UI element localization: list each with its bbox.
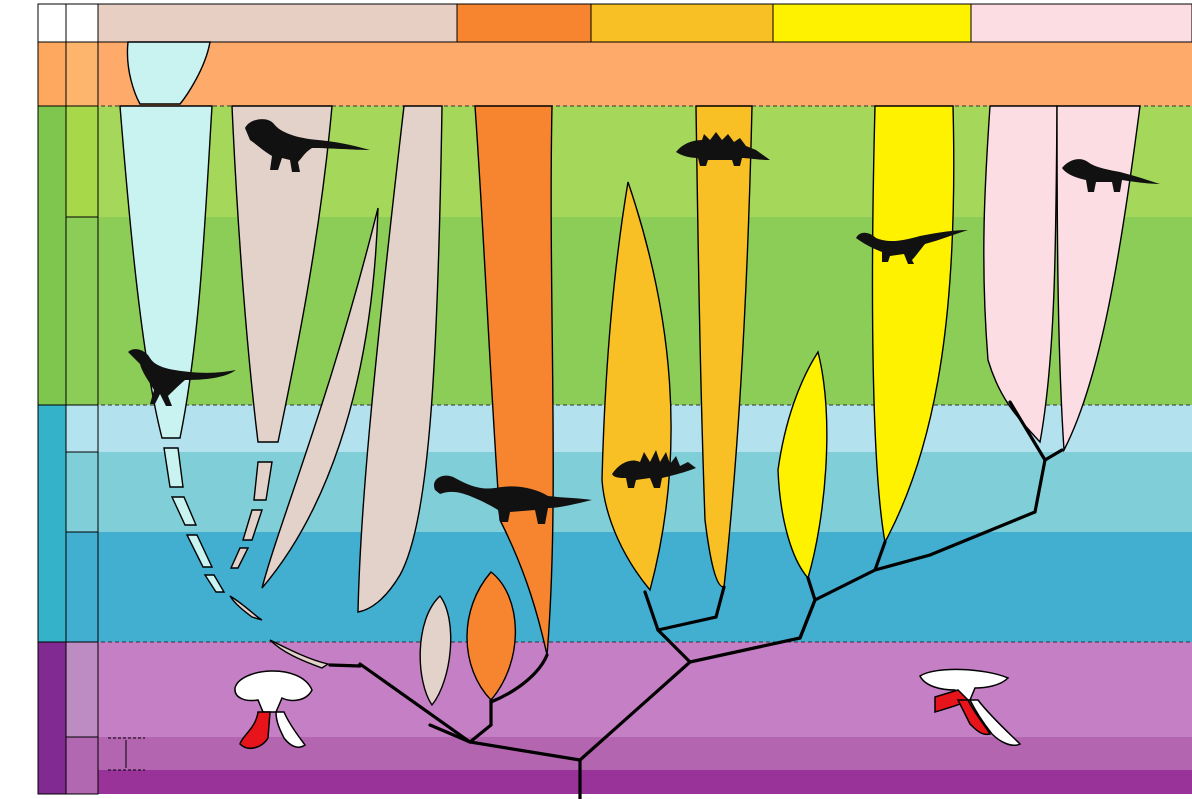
heterodontosauridae-shape [777,350,828,580]
bird-ancestor-silhouette [128,349,236,406]
period-jurassic-cell [37,404,67,643]
ceratosauria-shape [357,105,443,613]
ankylosaur-silhouette [676,132,770,166]
ornithischian-ilium [919,668,1010,701]
period-paleogene-cell [37,41,67,107]
ceratopsian-silhouette [1062,159,1160,192]
neornithischia-branch [688,636,802,664]
period-cretaceous-cell [37,105,67,406]
period-header-cell [37,3,67,43]
epoch-cretaceous-late-cell [65,105,99,218]
clade-box-theropoda [97,3,458,43]
ceratopia-branch [1043,448,1064,462]
theropoda-branch [328,663,362,668]
epoch-header-cell [65,3,99,43]
saurischian-ischium [275,711,307,748]
clade-box-marginocephalia [970,3,1192,43]
ornithischian-pelvis-diagram [919,668,1022,746]
tetanurae-tail [229,595,263,621]
saurischia-stem-shape [269,639,330,669]
epoch-triassic-late-cell [65,641,99,738]
band-triassic-early [98,770,1192,794]
pachycephalosauria-branch [1008,400,1047,462]
epoch-paleocene-cell [65,41,99,107]
allosauroidea-shape [261,207,379,589]
scale-bar [108,737,145,771]
epoch-jurassic-late-cell [65,404,99,453]
clade-box-sauropodomorpha [456,3,592,43]
sauropodomorpha-branch [468,698,493,744]
clade-headers [97,3,1192,43]
stegosauria-shape [601,181,672,592]
clade-shapes [119,41,1141,707]
epoch-jurassic-middle-cell [65,451,99,533]
dinosaur-silhouettes [128,119,1160,524]
ankylosauria-shape [695,105,753,588]
timeline-columns [37,3,99,795]
sauropoda-shape [474,105,554,656]
epoch-triassic-middle-cell [65,736,99,795]
clade-box-ornithopoda [772,3,972,43]
deinonychosauria-shape [231,105,333,443]
sauropod-silhouette [434,475,592,524]
band-paleogene [98,42,1192,106]
saurischian-pubis [239,711,271,749]
sauropoda-branch [489,653,549,704]
ornithischia-branch [578,660,692,762]
maniraptora-dashed-connectors [163,447,226,593]
herrerasauridae-branch [428,723,472,744]
aves-top-shape [126,41,211,105]
saurischian-ilium [234,670,313,713]
ankylosauria-branch [656,585,726,632]
clade-box-thyreophora [590,3,774,43]
epoch-jurassic-early-cell [65,531,99,643]
cerapoda-branch [873,458,1047,572]
ornithischian-ischium [968,699,1022,746]
phylogeny-branches [328,400,1064,799]
epoch-cretaceous-early-cell [65,216,99,406]
deinonychus-silhouette [245,119,370,172]
herrerasauridae-shape [419,594,452,707]
deinonychosauria-dashed-connectors [229,461,273,569]
euornithopoda-branch [798,540,887,640]
aves-shape [119,105,213,439]
saurischian-pelvis-diagram [234,670,313,749]
period-triassic-cell [37,641,67,795]
stegosaur-silhouette [612,450,696,488]
ornithopod-silhouette [856,230,968,264]
ornithischian-pubis [956,699,992,736]
